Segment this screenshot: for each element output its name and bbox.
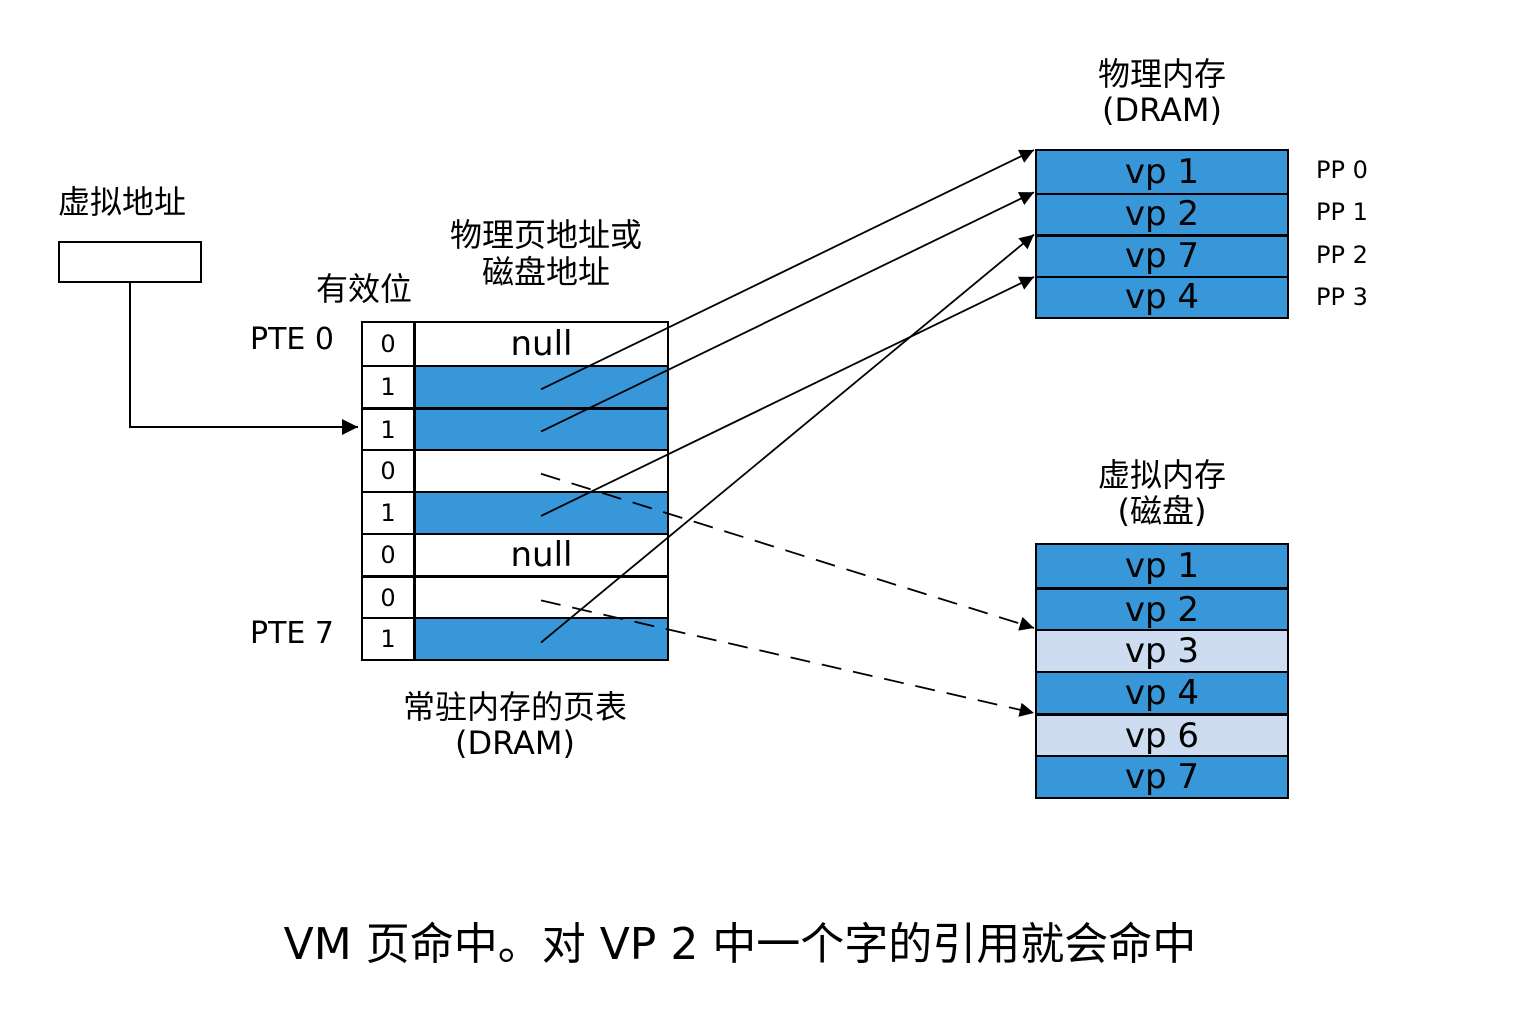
physical-page-number: PP 2 (1316, 240, 1368, 269)
page-table-caption-line2: (DRAM) (454, 724, 576, 762)
pte-to-physical-arrow (540, 276, 1035, 517)
valid-bit: 1 (363, 367, 416, 407)
pte-to-physical-arrow (540, 233, 1035, 644)
valid-bit-header: 有效位 (316, 270, 413, 308)
page-address-cell (416, 578, 667, 617)
pte-to-physical-arrow (540, 191, 1035, 433)
physical-page-number: PP 3 (1316, 282, 1368, 311)
page-table-entry: 1 (363, 407, 667, 449)
pte0-label: PTE 0 (250, 322, 334, 357)
physical-memory-title-line1: 物理内存 (1097, 55, 1226, 93)
valid-bit: 0 (363, 535, 416, 575)
physical-page-number: PP 1 (1316, 198, 1368, 227)
figure-caption: VM 页命中。对 VP 2 中一个字的引用就会命中 (283, 919, 1197, 970)
page-address-cell (416, 367, 667, 407)
valid-bit: 1 (363, 410, 416, 449)
page-address-cell: null (416, 323, 667, 365)
memory-page: vp 1 (1037, 151, 1287, 193)
memory-page: vp 6 (1037, 713, 1287, 756)
pte7-label: PTE 7 (250, 616, 334, 651)
valid-bit: 0 (363, 451, 416, 491)
page-table-caption-line1: 常驻内存的页表 (402, 688, 627, 726)
address-header-line1: 物理页地址或 (449, 216, 642, 254)
page-address-cell (416, 451, 667, 491)
page-table-entry: 1 (363, 617, 667, 659)
memory-page: vp 2 (1037, 587, 1287, 630)
pte-to-physical-arrow (540, 149, 1035, 391)
memory-page: vp 3 (1037, 629, 1287, 671)
memory-page: vp 2 (1037, 192, 1287, 234)
physical-page-number: PP 0 (1316, 156, 1368, 184)
page-table-entry: 1 (363, 365, 667, 407)
page-address-cell: null (416, 535, 667, 575)
virtual-address-box (58, 241, 202, 283)
virtual-memory-title-line2: (磁盘) (1117, 492, 1207, 530)
virtual-memory-title-line1: 虚拟内存 (1097, 456, 1226, 494)
valid-bit: 1 (363, 619, 416, 659)
physical-memory-title-line2: (DRAM) (1101, 91, 1223, 129)
valid-bit: 0 (363, 323, 416, 365)
page-address-cell (416, 493, 667, 533)
pte-to-disk-arrow (540, 472, 1035, 631)
memory-page: vp 7 (1037, 755, 1287, 797)
pte-to-disk-arrow (540, 599, 1035, 717)
page-table-entry: 0 (363, 449, 667, 491)
page-address-cell (416, 410, 667, 449)
address-header-line2: 磁盘地址 (481, 253, 610, 291)
valid-bit: 1 (363, 493, 416, 533)
memory-page: vp 4 (1037, 671, 1287, 713)
memory-page: vp 1 (1037, 545, 1287, 587)
virtual-address-arrow (129, 283, 358, 435)
memory-page: vp 4 (1037, 275, 1287, 317)
page-table-entry: 0 (363, 575, 667, 617)
page-address-cell (416, 619, 667, 659)
valid-bit: 0 (363, 578, 416, 617)
memory-page: vp 7 (1037, 234, 1287, 276)
page-table-entry: 1 (363, 491, 667, 533)
virtual-address-label: 虚拟地址 (58, 183, 187, 221)
